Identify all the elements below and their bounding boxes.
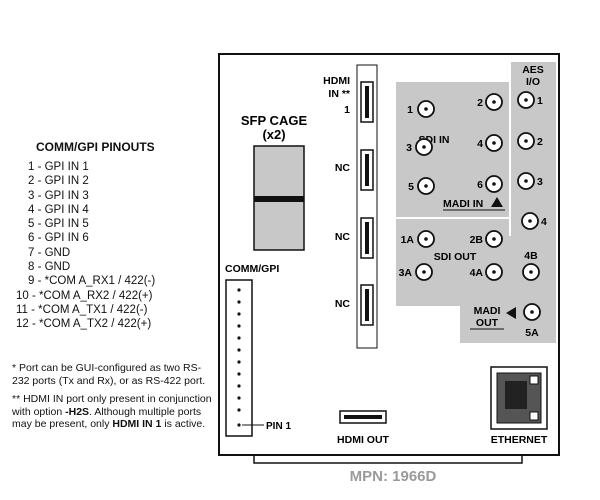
madi-in-label: MADI IN [443, 198, 483, 210]
madi-out-port-number: 5A [525, 327, 539, 339]
nc-label: NC [335, 231, 351, 243]
madi-out-region [460, 300, 556, 343]
madi-out-arrow-icon [506, 307, 516, 319]
sdi-in-port-number: 4 [477, 138, 483, 150]
sdi-in-port-number: 3 [406, 142, 412, 154]
footnote-hdmi-in: ** HDMI IN port only present in conjunct… [12, 393, 217, 431]
panel-foot-right [300, 455, 523, 464]
pin-row: 4 - GPI IN 4 [28, 203, 89, 216]
ethernet-led-icon [529, 375, 539, 385]
pin-row: 9 - *COM A_RX1 / 422(-) [28, 275, 156, 288]
aes-port-number: 1 [537, 95, 543, 107]
mpn-footer: MPN: 1966D [0, 468, 600, 486]
pin-row: 5 - GPI IN 5 [28, 218, 89, 231]
pin-row: 3 - GPI IN 3 [28, 189, 89, 202]
footnote-option-name: -H2S [65, 405, 90, 418]
pin-row: 8 - GND [28, 261, 71, 274]
ethernet-led-icon [529, 411, 539, 421]
pinouts-title: COMM/GPI PINOUTS [36, 140, 155, 154]
pin1-label: PIN 1 [266, 421, 291, 432]
pin-row: 6 - GPI IN 6 [28, 232, 89, 245]
sdi-out-port-number: 2B [470, 234, 484, 246]
pinouts-list: 1 - GPI IN 1 2 - GPI IN 2 3 - GPI IN 3 4… [16, 160, 216, 332]
comm-gpi-pins [237, 288, 241, 427]
sfp-cage-count: (x2) [262, 127, 285, 142]
sdi-out-port-number: 4A [470, 267, 484, 279]
madi-in-arrow-icon [491, 197, 503, 207]
aes-port-number: 4 [541, 216, 547, 228]
hdmi-in-nc-port-slot [365, 289, 369, 321]
pin-row: 12 - *COM A_TX2 / 422(+) [16, 318, 152, 331]
aes-port-number: 3 [537, 176, 543, 188]
pin-row: 2 - GPI IN 2 [28, 175, 89, 188]
panel-foot-left [253, 455, 300, 464]
nc-label: NC [335, 298, 351, 310]
hdmi-in-nc-port-slot [365, 154, 369, 186]
sdi-in-region [396, 62, 556, 236]
pin-row: 11 - *COM A_TX1 / 422(-) [16, 303, 148, 316]
sdi-out-port-number: 4B [524, 250, 538, 262]
hdmi-in-bracket [356, 64, 378, 349]
footnote-hdmi-in-1: HDMI IN 1 [112, 418, 162, 431]
footnotes: * Port can be GUI-configured as two RS-2… [12, 362, 217, 437]
madi-out-label: OUT [476, 317, 499, 329]
hdmi-in-label: IN ** [328, 88, 351, 100]
footnote-hdmi-text: ** HDMI IN port only present in conjunct… [12, 393, 212, 418]
hdmi-in-port-number: 1 [344, 104, 350, 116]
hdmi-in-1-port-slot [365, 86, 369, 118]
sdi-in-port-number: 6 [477, 179, 483, 191]
sdi-out-region [396, 218, 556, 343]
pin-row: 1 - GPI IN 1 [28, 161, 89, 173]
ethernet-jack [505, 381, 527, 409]
mpn-label: MPN: 1966D [349, 468, 437, 485]
hdmi-in-label: HDMI [323, 75, 350, 87]
sdi-in-port-number: 1 [407, 104, 413, 116]
aes-label: I/O [526, 76, 540, 88]
sfp-cage-title: SFP CAGE [241, 113, 308, 128]
sdi-out-port-number: 1A [401, 234, 415, 246]
pin-row: 7 - GND [28, 246, 71, 259]
aes-port-number: 2 [537, 136, 543, 148]
pin-row: 10 - *COM A_RX2 / 422(+) [16, 289, 153, 302]
ethernet-label: ETHERNET [491, 434, 548, 446]
sdi-in-port-number: 2 [477, 97, 483, 109]
hdmi-out-label: HDMI OUT [337, 434, 389, 446]
madi-out-label: MADI [474, 305, 501, 317]
hdmi-in-nc-port-slot [365, 222, 369, 254]
aes-label: AES [522, 64, 544, 76]
sdi-out-label: SDI OUT [434, 251, 477, 263]
footnote-port-config: * Port can be GUI-configured as two RS-2… [12, 362, 206, 387]
footnote-hdmi-text: . Although multiple ports may be present… [12, 405, 202, 431]
nc-label: NC [335, 162, 351, 174]
sfp-cage-divider [254, 196, 304, 202]
footnote-hdmi-text: is active. [161, 418, 206, 431]
sdi-in-port-number: 5 [408, 181, 414, 193]
hdmi-out-port-slot [344, 415, 382, 419]
madi-out-5a-bnc-center [530, 310, 534, 314]
comm-gpi-label: COMM/GPI [225, 263, 279, 275]
sdi-out-port-number: 3A [399, 267, 413, 279]
